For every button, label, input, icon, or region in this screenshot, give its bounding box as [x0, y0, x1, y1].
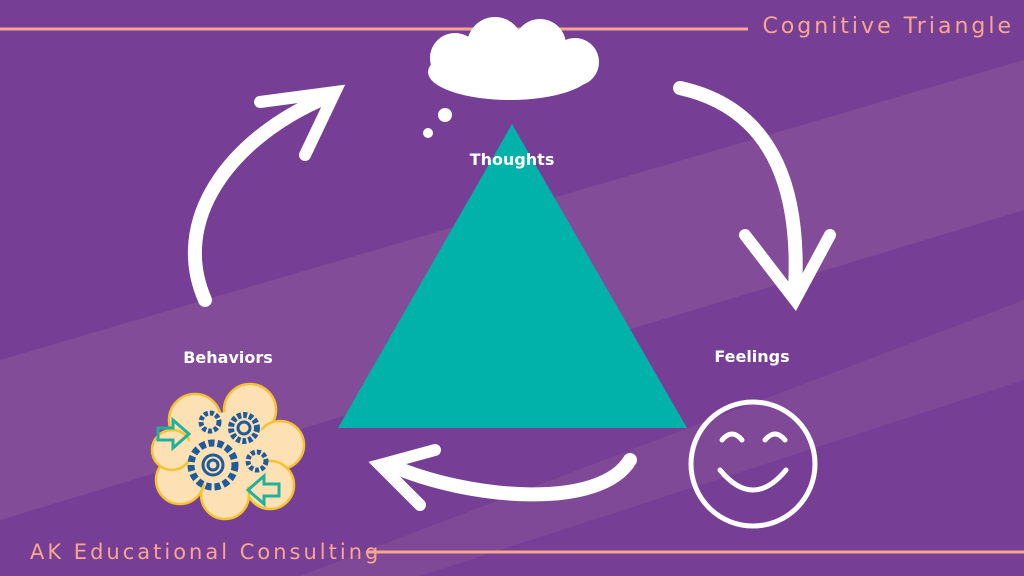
brain-gears-icon [150, 382, 306, 521]
thought-cloud-icon [423, 17, 599, 138]
arrow-feelings-to-behaviors [383, 453, 637, 502]
page-title: Cognitive Triangle [762, 14, 1014, 39]
label-behaviors: Behaviors [183, 348, 273, 367]
arrow-behaviors-to-thoughts [187, 93, 327, 307]
brush-streak [300, 300, 1024, 576]
footer-brand: AK Educational Consulting [30, 540, 382, 564]
cycle-arrows [187, 81, 836, 511]
arrow-thoughts-to-feelings [673, 81, 803, 297]
label-feelings: Feelings [714, 347, 790, 366]
cognitive-triangle [338, 124, 687, 428]
label-thoughts: Thoughts [469, 150, 555, 169]
smiley-face-icon [688, 399, 818, 529]
